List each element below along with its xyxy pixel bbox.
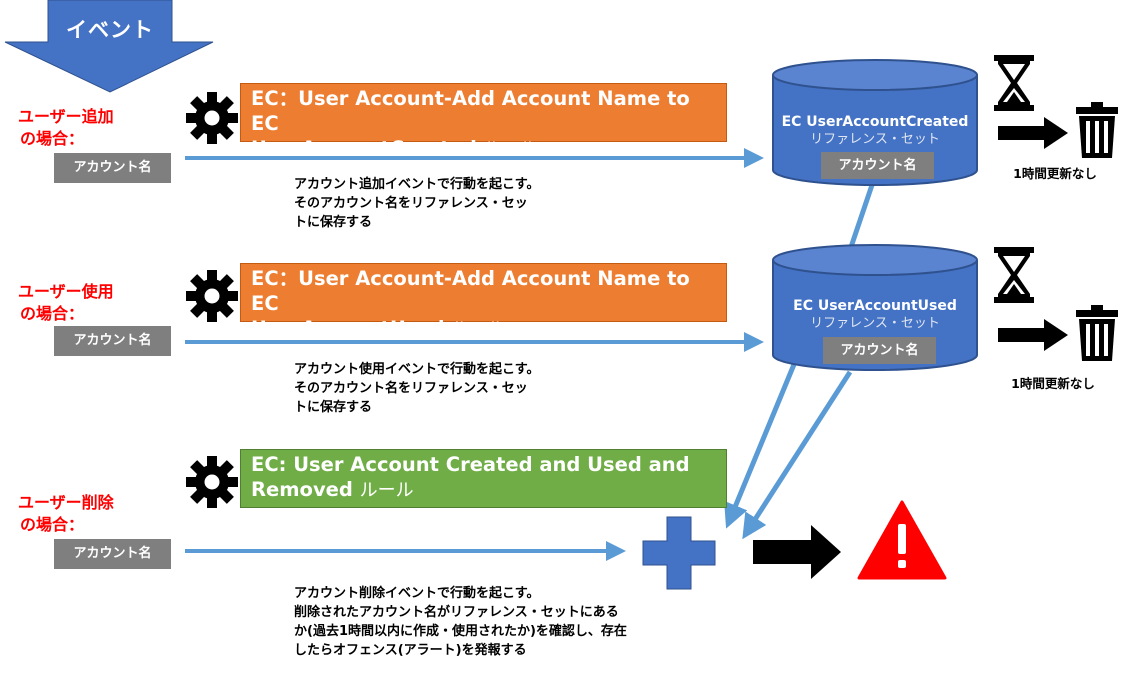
description-remove: アカウント削除イベントで行動を起こす。 削除されたアカウント名がリファレンス・セ… [294,584,627,660]
account-name-box: アカウント名 [54,326,171,356]
trash-icon [1076,305,1118,361]
reference-set-created: EC UserAccountCreated リファレンス・セット [770,113,980,149]
case-label-line1: ユーザー使用 [18,282,114,301]
rule-title-line1: EC: User Account Created and Used and [251,453,690,476]
expiry-label: 1時間更新なし [1013,166,1097,181]
description-add: アカウント追加イベントで行動を起こす。 そのアカウント名をリファレンス・セッ ト… [294,175,539,232]
gear-icon [186,456,238,508]
description-line: そのアカウント名をリファレンス・セッ [294,196,528,211]
rule-box-add: EC：User Account-Add Account Name to EC U… [240,83,727,160]
gear-icon [186,92,238,144]
description-line: 削除されたアカウント名がリファレンス・セットにある [294,605,619,620]
warning-icon [857,500,947,580]
case-label-add: ユーザー追加 の場合： [18,106,114,150]
right-arrow-icon [753,525,841,579]
case-label-line1: ユーザー追加 [18,107,114,126]
reference-set-subtitle: リファレンス・セット [810,316,940,331]
rule-title-line2: Removed [251,478,353,501]
arrow-refset1-to-plus [724,361,798,529]
hourglass-icon [994,247,1034,303]
expiry-label: 1時間更新なし [1011,376,1095,391]
reference-set-subtitle: リファレンス・セット [810,132,940,147]
event-banner: イベント [0,0,215,95]
case-label-use: ユーザー使用 の場合： [18,281,114,325]
right-arrow-icon [998,117,1068,149]
description-line: アカウント追加イベントで行動を起こす。 [294,177,540,192]
case-label-line1: ユーザー削除 [18,493,114,512]
account-name-box: アカウント名 [54,153,171,183]
case-label-line2: の場合： [20,129,85,148]
rule-title-line2: UserAccountCreated [251,137,477,160]
description-line: アカウント削除イベントで行動を起こす。 [294,586,540,601]
case-label-remove: ユーザー削除 の場合： [18,492,114,536]
rule-suffix: ルール [451,319,506,340]
description-line: トに保存する [294,400,373,415]
description-line: そのアカウント名をリファレンス・セッ [294,381,528,396]
account-name-box: アカウント名 [54,539,171,569]
reference-set-account-box: アカウント名 [821,152,934,179]
description-line: アカウント使用イベントで行動を起こす。 [294,362,540,377]
gear-icon [186,270,238,322]
rule-title-line2: UserAccountUsed [251,317,445,340]
case-label-line2: の場合： [20,304,85,323]
rule-box-remove: EC: User Account Created and Used and Re… [240,449,727,508]
plus-icon [642,516,716,590]
rule-box-use: EC：User Account-Add Account Name to EC U… [240,263,727,340]
rule-title-line1: EC：User Account-Add Account Name to EC [251,87,690,135]
description-line: したらオフェンス(アラート)を発報する [294,643,527,658]
trash-icon [1076,102,1118,158]
hourglass-icon [994,55,1034,111]
refset-link-line [847,184,875,251]
description-line: か(過去1時間以内に作成・使用されたか)を確認し、存在 [294,624,627,639]
rule-suffix: ルール [359,480,414,501]
reference-set-title: EC UserAccountUsed [793,298,957,314]
rule-title-line1: EC：User Account-Add Account Name to EC [251,267,690,315]
description-use: アカウント使用イベントで行動を起こす。 そのアカウント名をリファレンス・セッ ト… [294,360,539,417]
right-arrow-icon [998,319,1068,351]
reference-set-title: EC UserAccountCreated [781,114,969,130]
reference-set-used: EC UserAccountUsed リファレンス・セット [770,297,980,333]
reference-set-account-box: アカウント名 [823,337,936,364]
arrow-refset2-to-plus [742,370,853,540]
event-banner-label: イベント [66,18,154,42]
case-label-line2: の場合： [20,515,85,534]
description-line: トに保存する [294,215,373,230]
rule-suffix: ルール [483,139,538,160]
